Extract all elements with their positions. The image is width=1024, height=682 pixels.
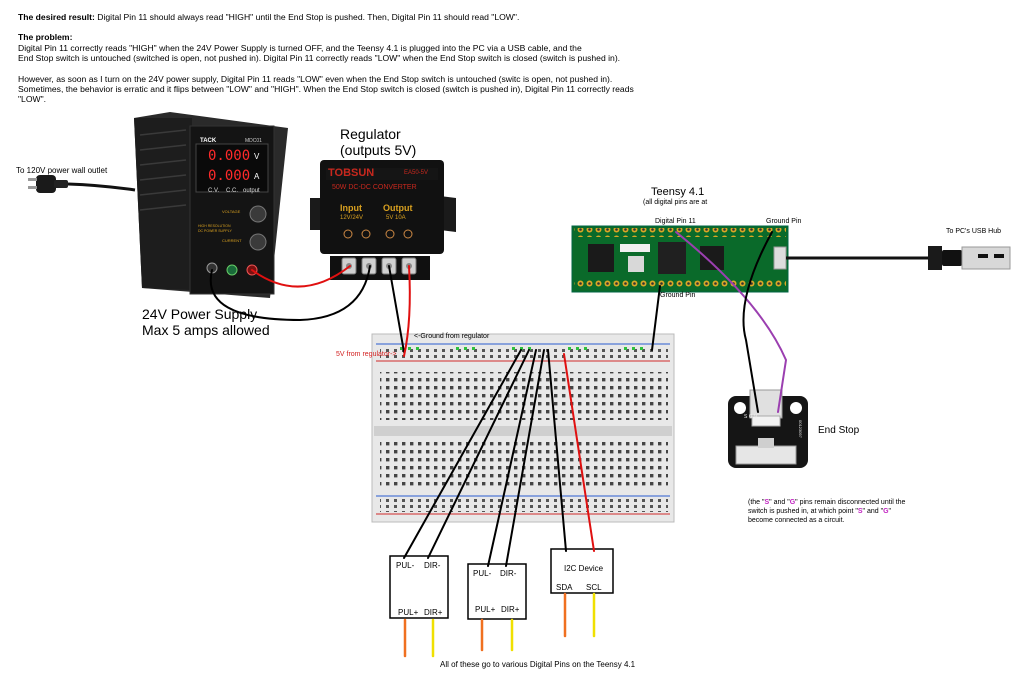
psu-volts-unit: V bbox=[254, 152, 260, 161]
end-stop-note-s: S bbox=[857, 508, 863, 515]
end-stop-note-part: switch is pushed in, at which point " bbox=[748, 508, 858, 515]
problem-heading: The problem: bbox=[18, 32, 73, 43]
driver-1-dir-minus: DIR- bbox=[424, 561, 441, 570]
teensy-title: Teensy 4.1 bbox=[651, 186, 705, 198]
psu-amps-unit: A bbox=[254, 172, 260, 181]
power-plug bbox=[28, 175, 136, 193]
notes: The desired result: Digital Pin 11 shoul… bbox=[18, 12, 718, 105]
driver-1-pul-minus: PUL- bbox=[396, 561, 415, 570]
psu-subtitle: Max 5 amps allowed bbox=[142, 322, 270, 338]
breadboard bbox=[371, 333, 675, 523]
driver-2-dir-minus: DIR- bbox=[500, 569, 517, 578]
regulator-input-label: Input bbox=[340, 203, 362, 213]
end-stop-pin-labels: S G V bbox=[744, 414, 758, 420]
driver-2-dir-plus: DIR+ bbox=[501, 605, 520, 614]
power-supply-unit bbox=[134, 112, 288, 298]
teensy-board bbox=[571, 225, 789, 293]
driver-2-pul-plus: PUL+ bbox=[475, 605, 496, 614]
end-stop-code: 00123097 bbox=[798, 420, 803, 438]
psu-output-label: output bbox=[243, 188, 260, 194]
regulator-input-spec: 12V/24V bbox=[340, 215, 364, 221]
regulator-title: Regulator bbox=[340, 126, 401, 142]
regulator-subtitle: (outputs 5V) bbox=[340, 142, 417, 158]
psu-info-2: DC POWER SUPPLY bbox=[198, 229, 232, 233]
psu-voltage-knob-label: VOLTAGE bbox=[222, 209, 241, 214]
regulator-output-spec: 5V 10A bbox=[386, 215, 406, 221]
end-stop-switch bbox=[728, 389, 808, 468]
desired-heading: The desired result: bbox=[18, 12, 95, 22]
problem-line-5: "LOW". bbox=[18, 94, 47, 105]
psu-cv-label: C.V. bbox=[208, 188, 220, 194]
regulator-output-label: Output bbox=[383, 203, 413, 213]
driver-1-dir-plus: DIR+ bbox=[424, 608, 443, 617]
teensy-subtitle: (all digital pins are at bbox=[643, 199, 708, 206]
digital-pin-11-label: Digital Pin 11 bbox=[655, 218, 696, 225]
usb-hub-label: To PC's USB Hub bbox=[946, 228, 1002, 235]
end-stop-note-part: " pins remain disconnected until the bbox=[795, 499, 906, 506]
ground-pin-top-label: Ground Pin bbox=[766, 218, 802, 225]
end-stop-note-part: become connected as a circuit. bbox=[748, 517, 845, 524]
regulator-model: EA50-5V bbox=[404, 170, 429, 176]
psu-current-knob-label: CURRENT bbox=[222, 238, 242, 243]
driver-boxes bbox=[389, 548, 614, 620]
problem-line-1: Digital Pin 11 correctly reads "HIGH" wh… bbox=[18, 42, 582, 53]
end-stop-note-s: S bbox=[764, 499, 770, 506]
regulator-name: 50W DC-DC CONVERTER bbox=[332, 184, 417, 191]
end-stop-note-part: " bbox=[888, 508, 892, 515]
end-stop-note-g: G bbox=[883, 508, 889, 515]
end-stop-note-part: " and " bbox=[769, 499, 790, 506]
end-stop-note-part: (the " bbox=[748, 499, 765, 506]
driver-2-pul-minus: PUL- bbox=[473, 569, 492, 578]
regulator-brand: TOBSUN bbox=[328, 167, 375, 179]
bottom-note: All of these go to various Digital Pins … bbox=[440, 660, 636, 669]
wall-outlet-label: To 120V power wall outlet bbox=[16, 166, 108, 175]
problem-line-2: End Stop switch is untouched (switched i… bbox=[18, 53, 621, 64]
end-stop-label: End Stop bbox=[818, 425, 860, 436]
end-stop-note-g: G bbox=[789, 499, 796, 506]
wires bbox=[209, 231, 788, 658]
ground-from-regulator-label: <-Ground from regulator bbox=[414, 333, 490, 340]
psu-info-1: HIGH RESOLUTION bbox=[198, 224, 231, 228]
psu-brand: TACK bbox=[200, 138, 217, 144]
psu-title: 24V Power Supply bbox=[142, 306, 258, 322]
five-volt-from-regulator-label: 5V from regulator-> bbox=[336, 351, 397, 358]
ground-pin-bottom-label: Ground Pin bbox=[660, 292, 696, 299]
psu-volts-display: 0.000 bbox=[208, 148, 251, 164]
i2c-scl-label: SCL bbox=[586, 583, 602, 592]
end-stop-note-part: " and " bbox=[862, 508, 884, 515]
psu-amps-display: 0.000 bbox=[208, 168, 251, 184]
psu-model: MDC01 bbox=[245, 138, 262, 144]
i2c-device-title: I2C Device bbox=[564, 564, 604, 573]
desired-text: Digital Pin 11 should always read "HIGH"… bbox=[97, 12, 520, 22]
driver-1-pul-plus: PUL+ bbox=[398, 608, 419, 617]
i2c-sda-label: SDA bbox=[556, 583, 573, 592]
end-stop-note: (the "S" and "G" pins remain disconnecte… bbox=[748, 498, 905, 525]
psu-cc-label: C.C. bbox=[226, 188, 238, 194]
usb-cable bbox=[786, 246, 1011, 270]
regulator-unit bbox=[310, 160, 456, 280]
problem-line-3: However, as soon as I turn on the 24V po… bbox=[18, 73, 613, 84]
problem-line-4: Sometimes, the behavior is erratic and i… bbox=[18, 84, 634, 95]
